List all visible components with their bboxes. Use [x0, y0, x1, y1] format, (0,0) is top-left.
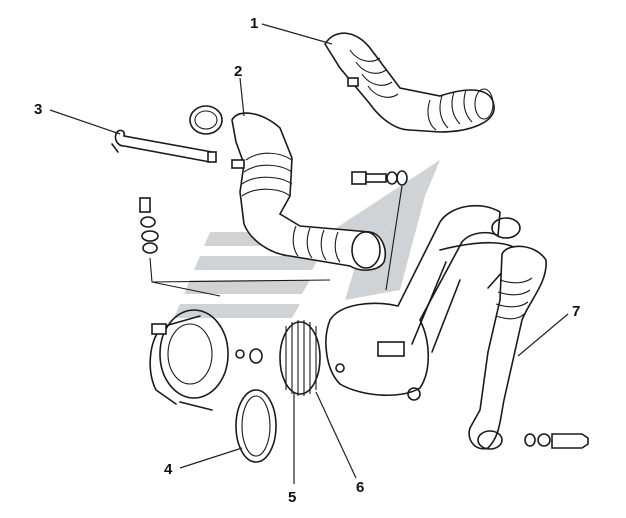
breather-tube — [111, 129, 217, 163]
top-bolt-set — [351, 170, 408, 291]
callout-1: 1 — [250, 15, 258, 32]
upper-air-hose — [324, 32, 495, 133]
air-cleaner-housing — [325, 204, 521, 401]
callout-3: 3 — [34, 101, 42, 118]
callout-7: 7 — [572, 303, 580, 320]
outlet-hose — [468, 245, 589, 450]
middle-air-hose — [189, 105, 386, 271]
filter-cover — [149, 309, 263, 411]
sealing-ring — [235, 389, 277, 463]
callout-6: 6 — [356, 479, 364, 496]
leader-lines — [49, 23, 569, 484]
callout-2: 2 — [234, 63, 242, 80]
callout-5: 5 — [288, 489, 296, 506]
filter-element — [279, 320, 321, 396]
bolt-and-washer-stack — [139, 197, 331, 297]
callout-4: 4 — [164, 461, 173, 478]
